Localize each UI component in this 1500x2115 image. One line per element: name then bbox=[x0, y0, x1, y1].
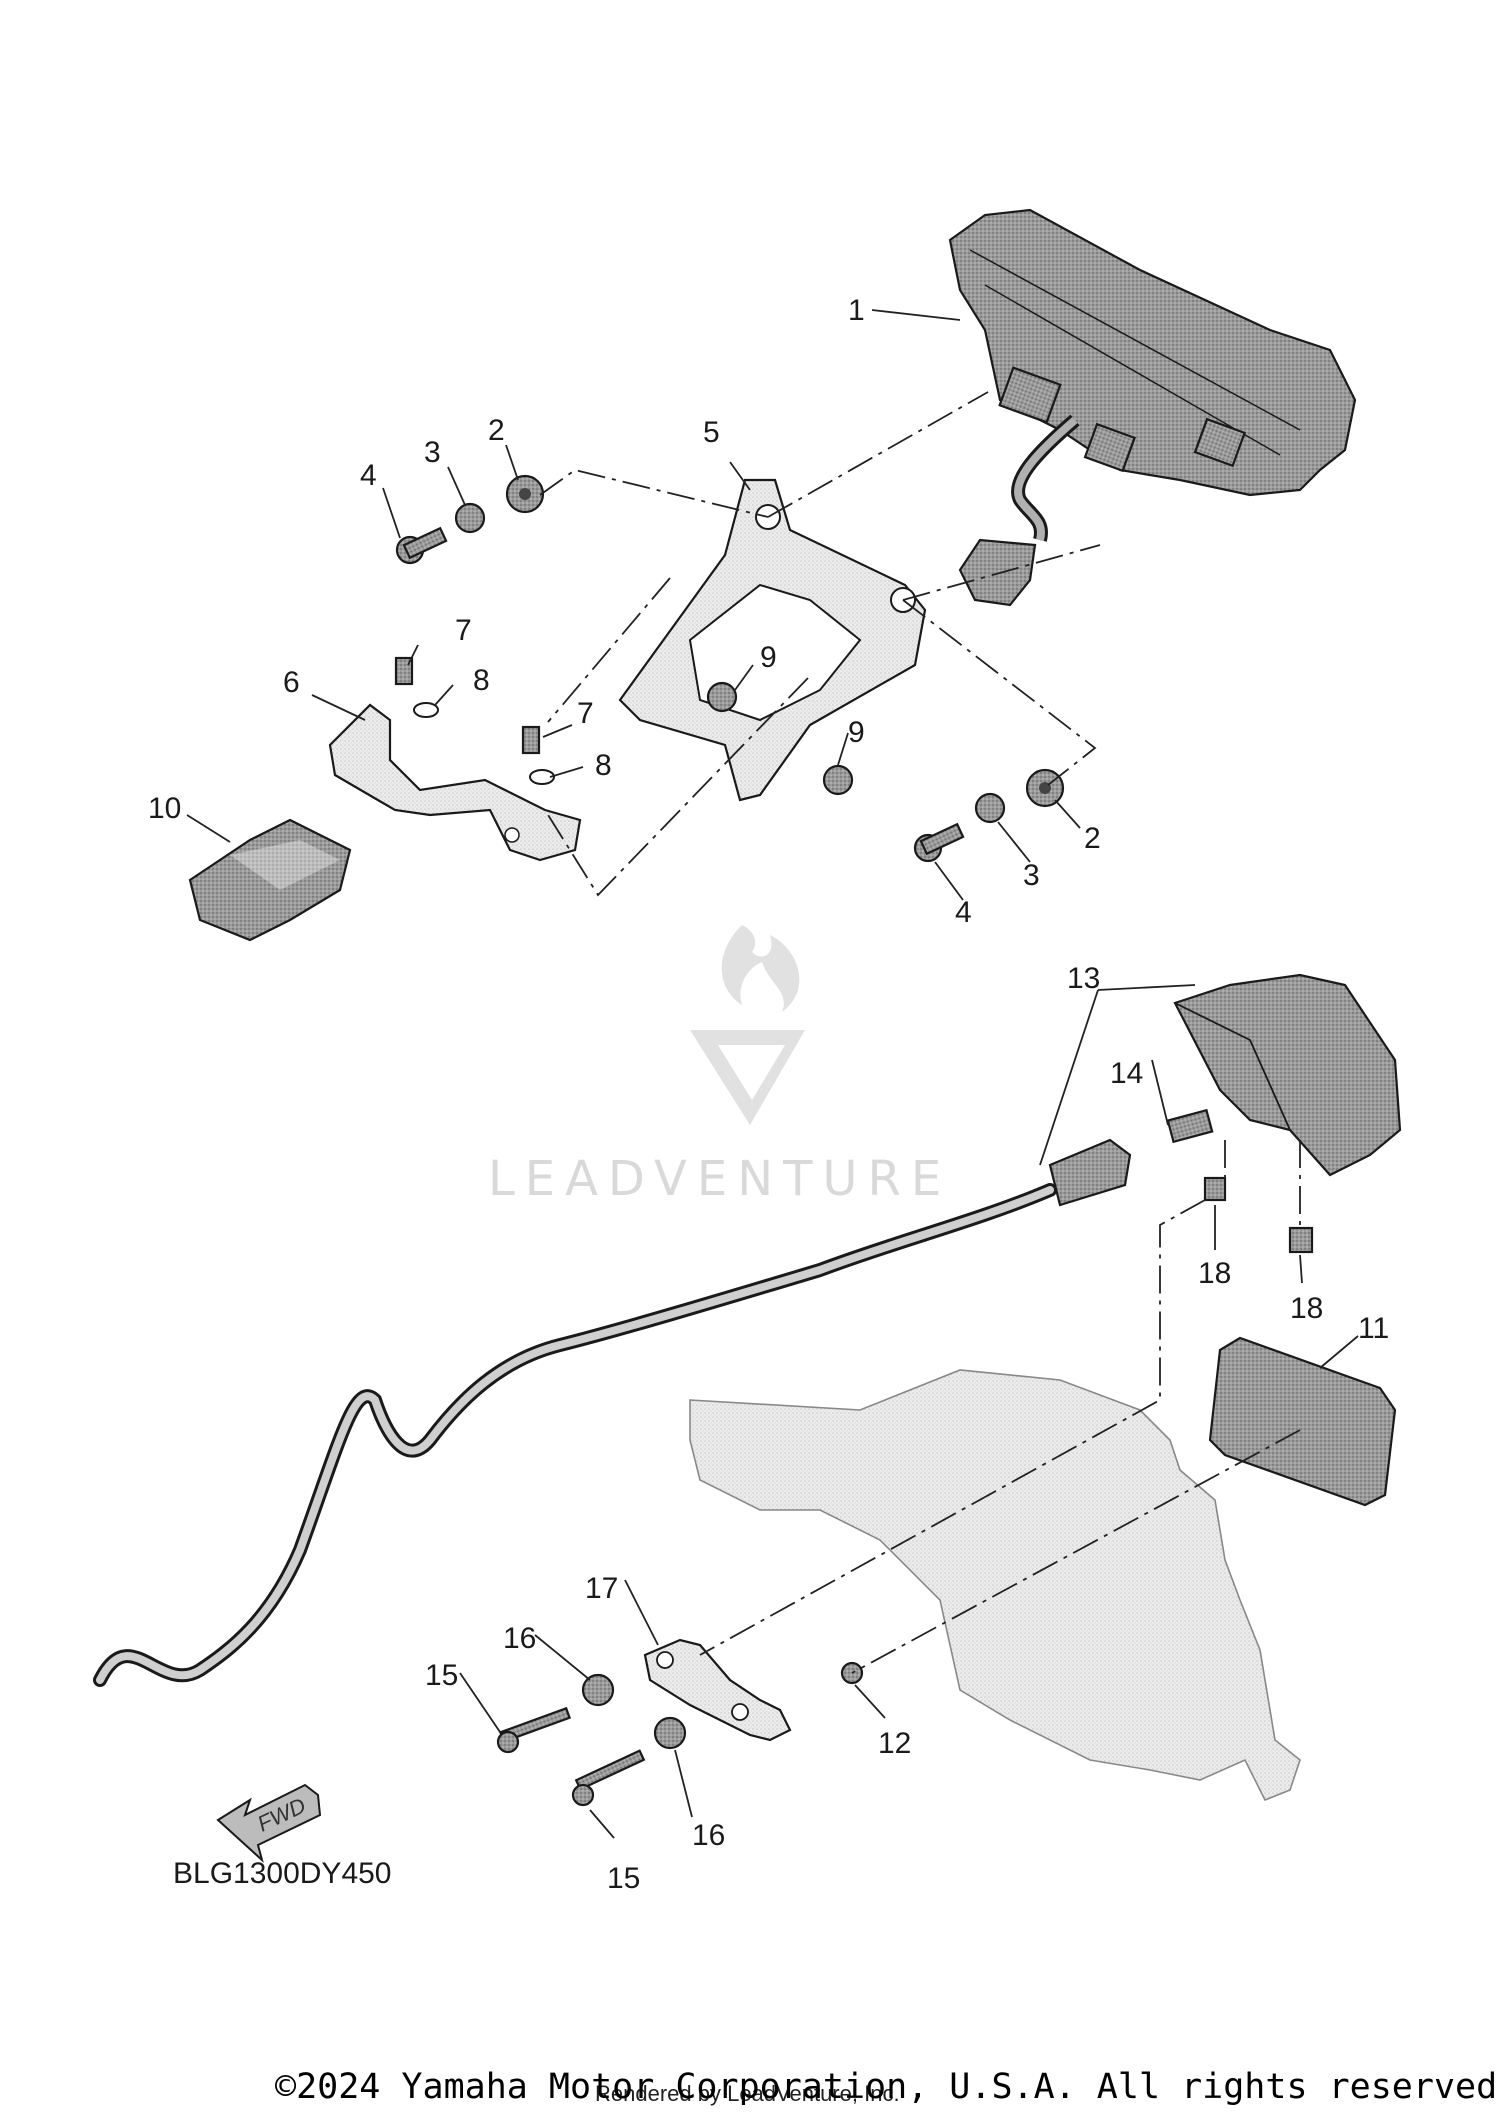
meter-assembly bbox=[948, 208, 1357, 607]
fwd-arrow-icon: FWD bbox=[216, 1783, 322, 1864]
relay-bracket-group bbox=[188, 656, 582, 942]
diagram-code: BLG1300DY450 bbox=[173, 1857, 392, 1890]
leader-lines bbox=[186, 309, 1359, 1839]
callout-7b: 7 bbox=[577, 697, 594, 730]
callout-18b: 18 bbox=[1290, 1292, 1323, 1325]
leadventure-watermark: LEADVENTURE bbox=[488, 925, 951, 1207]
callout-15b: 15 bbox=[607, 1862, 640, 1895]
rear-fender bbox=[689, 1369, 1301, 1802]
callout-4: 4 bbox=[360, 459, 377, 492]
callout-6: 6 bbox=[283, 666, 300, 699]
callout-2: 2 bbox=[488, 414, 505, 447]
callout-1: 1 bbox=[848, 294, 865, 327]
callout-16: 16 bbox=[503, 1622, 536, 1655]
callout-10: 10 bbox=[148, 792, 181, 825]
callout-11: 11 bbox=[1358, 1312, 1389, 1345]
callout-7: 7 bbox=[455, 614, 472, 647]
assembly-lines bbox=[539, 391, 1301, 1674]
callout-9b: 9 bbox=[848, 716, 865, 749]
callout-12: 12 bbox=[878, 1727, 911, 1760]
license-light-assembly bbox=[1048, 973, 1402, 1254]
meter-stay-bracket bbox=[618, 478, 927, 802]
callout-18: 18 bbox=[1198, 1257, 1231, 1290]
callout-14: 14 bbox=[1110, 1057, 1143, 1090]
callout-3b: 3 bbox=[1023, 859, 1040, 892]
rendered-by: Rendered by LeadVenture, Inc. bbox=[595, 2081, 900, 2106]
callout-13: 13 bbox=[1067, 962, 1100, 995]
callout-8: 8 bbox=[473, 664, 490, 697]
callout-17: 17 bbox=[585, 1572, 618, 1605]
callout-5: 5 bbox=[703, 416, 720, 449]
lower-fasteners bbox=[496, 1638, 864, 1807]
callout-9: 9 bbox=[760, 641, 777, 674]
watermark-text: LEADVENTURE bbox=[488, 1151, 951, 1207]
upper-fasteners bbox=[395, 474, 1065, 863]
callout-labels: 1 2 3 4 5 2 3 4 7 8 7 8 9 9 6 10 13 14 1… bbox=[148, 294, 1389, 1895]
callout-16b: 16 bbox=[692, 1819, 725, 1852]
callout-2b: 2 bbox=[1084, 822, 1101, 855]
callout-15: 15 bbox=[425, 1659, 458, 1692]
callout-8b: 8 bbox=[595, 749, 612, 782]
flame-logo-icon bbox=[721, 925, 800, 1012]
reflector bbox=[1208, 1336, 1397, 1507]
copyright-footer: ©2024 Yamaha Motor Corporation, U.S.A. A… bbox=[275, 2067, 1500, 2107]
callout-4b: 4 bbox=[955, 896, 972, 929]
callout-3: 3 bbox=[424, 436, 441, 469]
